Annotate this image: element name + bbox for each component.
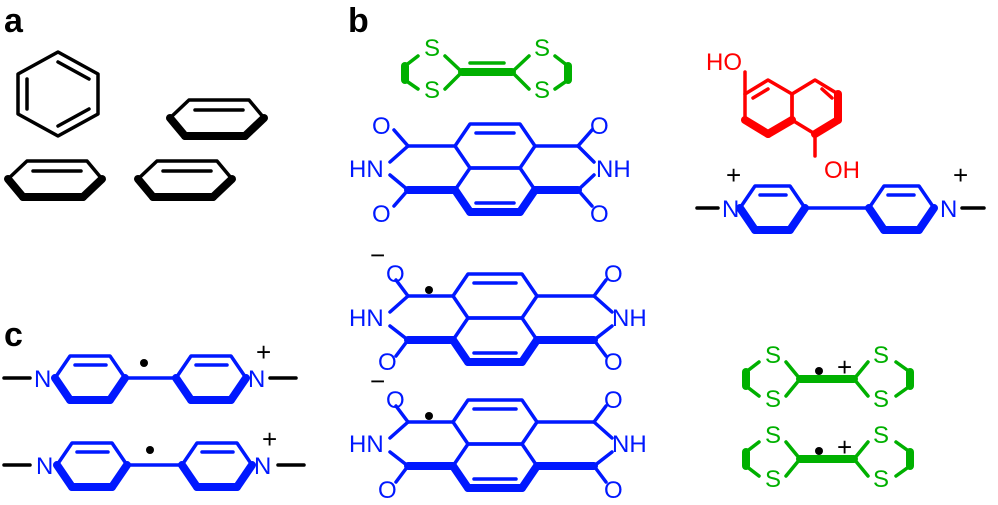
charge-plus: + bbox=[262, 424, 277, 454]
viologen-nitrogen: N bbox=[940, 196, 957, 223]
charge-plus: + bbox=[837, 352, 852, 382]
hydroxyl-group: HO bbox=[706, 49, 742, 76]
ndi-imide-nh: NH bbox=[612, 305, 647, 332]
ndi-oxygen: O bbox=[372, 201, 391, 228]
benzene-stacked-3 bbox=[134, 159, 236, 201]
ttf-sulfur: S bbox=[534, 77, 550, 104]
ttf-sulfur: S bbox=[765, 422, 781, 449]
radical-dot bbox=[425, 412, 433, 420]
viologen-nitrogen: N bbox=[254, 453, 271, 480]
ndi-oxygen: O bbox=[386, 261, 405, 288]
charge-plus: + bbox=[726, 160, 741, 190]
ttf-radical-cation-2: S S S S + bbox=[742, 422, 914, 493]
ttf-sulfur: S bbox=[765, 466, 781, 493]
viologen-radical-cation-1: N N + bbox=[2, 337, 298, 404]
ndi-imide-nh: HN bbox=[349, 431, 384, 458]
ndi-neutral: O O O O HN NH bbox=[349, 113, 631, 228]
radical-dot bbox=[140, 359, 148, 367]
ttf-sulfur: S bbox=[765, 386, 781, 413]
charge-minus: − bbox=[370, 240, 385, 270]
ttf-sulfur: S bbox=[873, 342, 889, 369]
ndi-oxygen: O bbox=[604, 477, 623, 504]
ttf-sulfur: S bbox=[424, 77, 440, 104]
ndi-oxygen: O bbox=[372, 113, 391, 140]
ttf-sulfur: S bbox=[873, 466, 889, 493]
ttf-sulfur: S bbox=[424, 35, 440, 62]
radical-dot bbox=[425, 286, 433, 294]
radical-dot bbox=[146, 446, 154, 454]
ndi-oxygen: O bbox=[386, 387, 405, 414]
ndi-oxygen: O bbox=[604, 349, 623, 376]
viologen-nitrogen: N bbox=[722, 196, 739, 223]
charge-plus: + bbox=[256, 337, 271, 367]
ndi-imide-nh: NH bbox=[612, 431, 647, 458]
panel-label-a: a bbox=[4, 2, 24, 40]
ndi-oxygen: O bbox=[604, 387, 623, 414]
viologen-nitrogen: N bbox=[34, 366, 51, 393]
viologen-radical-cation-2: N N + bbox=[2, 424, 306, 491]
ttf-sulfur: S bbox=[765, 342, 781, 369]
viologen-nitrogen: N bbox=[248, 366, 265, 393]
hydroxyl-group: OH bbox=[824, 157, 860, 184]
ndi-oxygen: O bbox=[378, 477, 397, 504]
benzene-stacked-1 bbox=[166, 98, 268, 140]
ndi-oxygen: O bbox=[590, 201, 609, 228]
viologen-dication: N N + + bbox=[695, 160, 986, 234]
ttf-sulfur: S bbox=[534, 35, 550, 62]
radical-dot bbox=[815, 367, 823, 375]
ndi-radical-anion-1: O O O O HN NH − bbox=[349, 240, 647, 376]
dihydroxynaphthalene: HO OH bbox=[706, 49, 860, 184]
charge-minus: − bbox=[370, 366, 385, 396]
viologen-nitrogen: N bbox=[36, 453, 53, 480]
ttf-sulfur: S bbox=[873, 386, 889, 413]
ndi-oxygen: O bbox=[604, 261, 623, 288]
ttf-radical-cation-1: S S S S + bbox=[742, 342, 914, 413]
panel-label-c: c bbox=[4, 316, 23, 354]
panel-label-b: b bbox=[348, 2, 369, 40]
ttf-sulfur: S bbox=[873, 422, 889, 449]
radical-dot bbox=[815, 447, 823, 455]
benzene-top-view bbox=[16, 50, 100, 138]
ttf-molecule: S S S S bbox=[401, 35, 572, 104]
ndi-imide-nh: HN bbox=[349, 305, 384, 332]
charge-plus: + bbox=[837, 432, 852, 462]
ndi-oxygen: O bbox=[378, 349, 397, 376]
ndi-imide-nh: NH bbox=[596, 156, 631, 183]
ndi-imide-nh: HN bbox=[349, 156, 384, 183]
ndi-oxygen: O bbox=[590, 113, 609, 140]
charge-plus: + bbox=[953, 160, 968, 190]
benzene-stacked-2 bbox=[4, 159, 106, 201]
ndi-radical-anion-2: O O O O HN NH − bbox=[349, 366, 647, 504]
